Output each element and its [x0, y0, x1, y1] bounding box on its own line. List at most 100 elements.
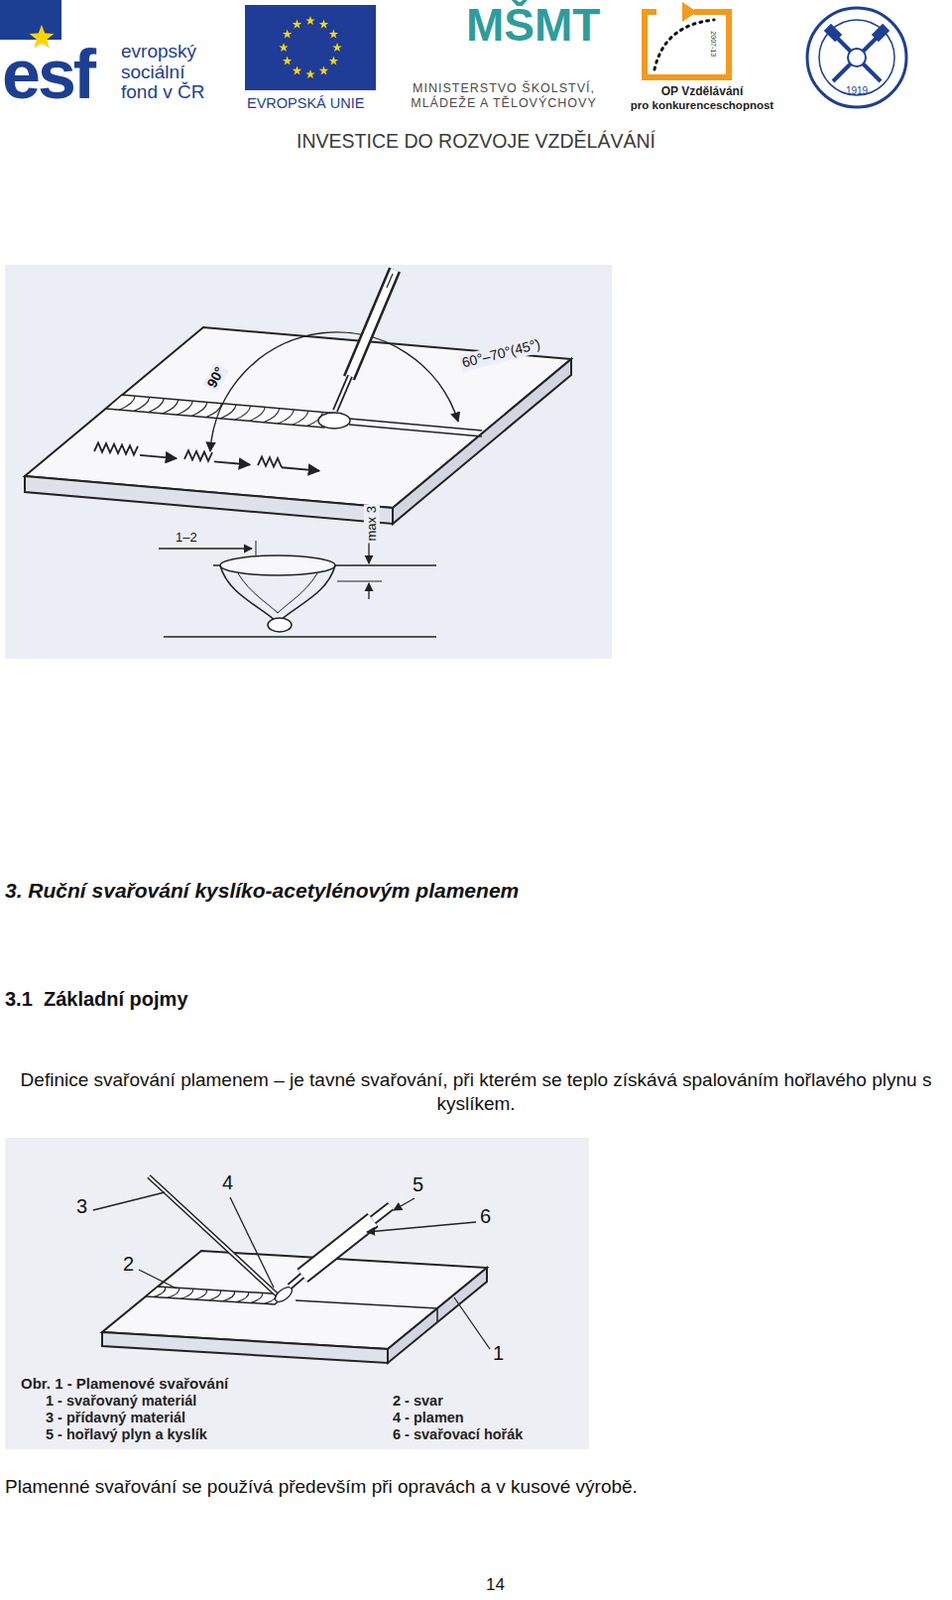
school-seal-part — [833, 33, 881, 82]
torch-angle-figure-part — [267, 617, 292, 632]
torch-angle-figure-part — [349, 424, 482, 437]
torch-angle-figure-part — [220, 555, 336, 576]
key-entry: 3 - přídavný materiál — [45, 1409, 186, 1427]
torch-angle-figure-part — [306, 411, 323, 426]
flame-welding-figure-part — [393, 1197, 415, 1210]
flame-welding-figure-part — [295, 1300, 438, 1309]
angle-label: 60°–70°(45°) — [458, 335, 544, 372]
torch-angle-figure-part — [257, 457, 282, 469]
flame-welding-figure-part — [223, 1291, 236, 1302]
flame-welding-figure-part — [148, 1176, 279, 1297]
torch-angle-figure — [4, 264, 612, 659]
school-seal-part — [833, 33, 881, 82]
flame-welding-figure-part — [93, 1191, 165, 1210]
angle-label: 90° — [202, 361, 230, 392]
torch-angle-figure-part — [119, 395, 135, 410]
op-logo — [644, 1, 729, 78]
school-seal-part — [871, 23, 890, 42]
eu-flag-part — [282, 56, 293, 66]
flame-welding-figure-part — [195, 1289, 208, 1300]
torch-angle-figure-part — [206, 403, 223, 418]
flame-welding-figure-part — [237, 1292, 249, 1303]
logo-text: pro konkurenceschopnost — [622, 99, 782, 114]
torch-angle-figure-part — [184, 450, 213, 462]
flame-welding-figure-part — [209, 1290, 222, 1301]
school-seal — [807, 7, 907, 108]
dimension-label: max 3 — [363, 503, 380, 543]
page-number: 14 — [485, 1574, 505, 1595]
torch-angle-figure-part — [147, 398, 164, 413]
torch-angle-figure-part — [163, 635, 437, 638]
eu-flag-part — [305, 15, 316, 25]
header-slogan: INVESTICE DO ROZVOJE VZDĚLÁVÁNÍ — [247, 129, 705, 153]
op-logo-part — [682, 1, 698, 22]
torch-angle-figure-part — [386, 273, 393, 288]
logo-text: EVROPSKÁ UNIE — [246, 95, 364, 113]
torch-angle-figure-part — [24, 327, 572, 508]
torch-angle-figure-part — [349, 269, 395, 378]
flame-welding-figure-part — [148, 1176, 279, 1297]
callout-number: 6 — [479, 1203, 491, 1228]
torch-angle-figure-part — [4, 264, 612, 659]
torch-angle-figure-part — [220, 404, 237, 419]
torch-angle-figure-part — [214, 461, 250, 465]
flame-welding-figure-part — [454, 1297, 490, 1349]
callout-number: 1 — [492, 1340, 504, 1365]
torch-angle-figure-part — [191, 401, 208, 416]
eu-flag-part — [319, 19, 330, 29]
callout-number: 3 — [76, 1193, 88, 1218]
callout-number: 4 — [222, 1170, 234, 1194]
body-text: Plamenné svařování se používá především … — [4, 1475, 638, 1499]
eu-flag-part — [319, 65, 330, 75]
torch-angle-figure-part — [238, 573, 318, 613]
torch-angle-figure-part — [277, 409, 294, 424]
key-entry: 4 - plamen — [392, 1409, 465, 1427]
flame-welding-figure-part — [302, 1219, 373, 1276]
torch-angle-figure-part — [248, 406, 265, 421]
callout-number: 5 — [412, 1172, 424, 1196]
torch-angle-figure-part — [176, 400, 193, 415]
dimension-label: 1–2 — [173, 529, 200, 546]
torch-angle-figure-part — [281, 467, 320, 471]
torch-angle-figure-part — [292, 410, 309, 425]
torch-angle-figure-part — [337, 581, 382, 583]
flame-welding-figure-part — [264, 1293, 277, 1304]
torch-angle-figure-part — [158, 547, 252, 549]
torch-angle-figure-part — [162, 399, 179, 414]
torch-angle-figure-part — [263, 408, 280, 423]
seal-year: 1919 — [836, 85, 877, 98]
callout-number: 2 — [122, 1251, 134, 1276]
flame-welding-figure-part — [167, 1287, 180, 1298]
flame-welding-figure-part — [153, 1286, 166, 1297]
eu-flag-part — [292, 19, 303, 29]
eu-flag — [244, 4, 376, 91]
eu-flag-part — [278, 42, 289, 52]
torch-angle-figure-part — [392, 358, 572, 524]
logo-text: 2007-13 — [709, 30, 717, 57]
eu-flag-part — [305, 69, 316, 79]
flame-welding-figure-part — [102, 1331, 388, 1363]
eu-flag-part — [282, 29, 293, 39]
school-seal-part — [824, 23, 842, 42]
torch-angle-figure-part — [139, 455, 177, 459]
torch-angle-figure-part — [367, 583, 369, 599]
torch-angle-figure-part — [349, 418, 482, 431]
definition-text: Definice svařování plamenem – je tavné s… — [3, 1068, 949, 1116]
torch-angle-figure-part — [235, 405, 251, 420]
eu-flag-part — [244, 4, 376, 91]
flame-welding-figure-part — [250, 1293, 263, 1304]
torch-angle-figure-part — [335, 375, 351, 411]
flame-welding-figure-part — [372, 1205, 391, 1220]
eu-flag-part — [329, 56, 340, 66]
torch-angle-figure-part — [367, 541, 369, 564]
flame-welding-figure-part — [366, 1221, 476, 1232]
torch-angle-figure-part — [349, 269, 395, 378]
torch-angle-figure-part — [318, 412, 351, 429]
eu-flag-part — [329, 29, 340, 39]
op-logo-part — [654, 19, 714, 70]
op-logo-part — [644, 11, 729, 78]
key-entry: 5 - hořlavý plyn a kyslík — [45, 1426, 208, 1443]
school-seal-part — [819, 19, 895, 96]
torch-angle-figure-part — [335, 375, 351, 411]
